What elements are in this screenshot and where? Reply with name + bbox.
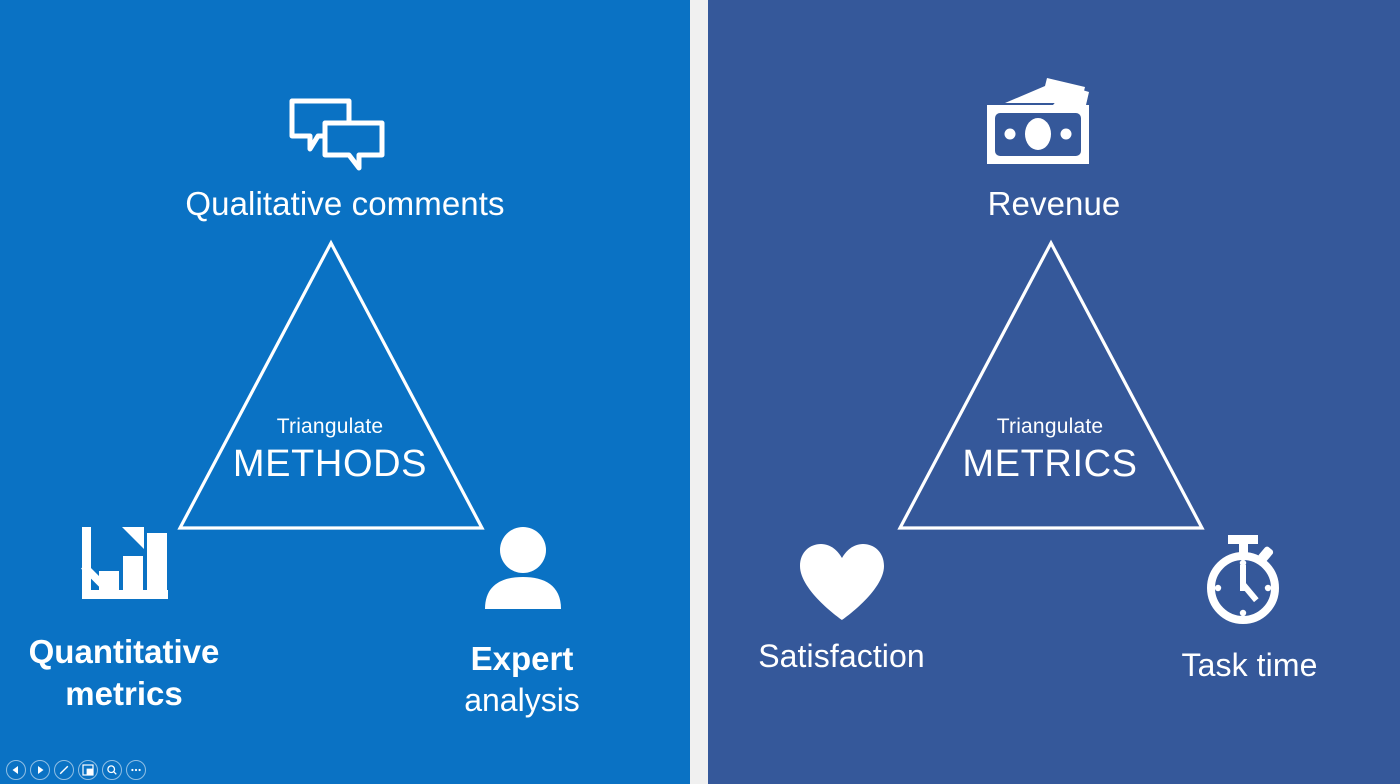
stopwatch-icon [1198,535,1288,630]
presentation-toolbar [6,760,146,780]
triangle-metrics-small-label: Triangulate [996,415,1104,438]
triangle-metrics [880,230,1240,545]
triangle-metrics-caption: Triangulate METRICS [900,415,1200,486]
node-label-expert-analysis-line2: analysis [464,682,580,719]
node-label-qualitative-comments: Qualitative comments [185,185,505,222]
node-label-revenue: Revenue [987,185,1121,222]
bar-chart-growth-icon [81,527,168,612]
triangle-methods-big-label: METHODS [232,443,428,485]
person-icon [485,527,561,614]
panel-methods: Qualitative comments Triangulate METHODS [0,0,690,784]
more-options-icon [130,764,142,776]
all-slides-icon [82,764,94,776]
panel-metrics: Revenue Triangulate METRICS Satisfaction [708,0,1400,784]
next-slide-button[interactable] [30,760,50,780]
node-label-expert-analysis: Expert analysis [398,638,646,721]
zoom-button[interactable] [102,760,122,780]
triangle-methods-small-label: Triangulate [276,415,384,438]
triangle-metrics-big-label: METRICS [962,443,1138,485]
pen-icon [58,764,70,776]
node-label-satisfaction: Satisfaction [758,638,925,674]
triangle-methods [160,230,520,545]
previous-slide-icon [11,765,21,775]
panel-divider [690,0,708,784]
node-label-quantitative-metrics-line1: Quantitative [28,633,220,670]
magnifier-icon [106,764,118,776]
more-options-button[interactable] [126,760,146,780]
previous-slide-button[interactable] [6,760,26,780]
node-label-quantitative-metrics-line2: metrics [65,675,183,713]
node-label-task-time: Task time [1181,647,1318,683]
next-slide-icon [35,765,45,775]
all-slides-button[interactable] [78,760,98,780]
heart-icon [800,544,884,625]
pen-button[interactable] [54,760,74,780]
triangle-methods-caption: Triangulate METHODS [180,415,480,486]
node-label-expert-analysis-line1: Expert [470,640,574,677]
speech-bubbles-icon [287,96,387,173]
node-label-quantitative-metrics: Quantitative metrics [0,631,248,715]
money-banknotes-icon [983,78,1093,169]
